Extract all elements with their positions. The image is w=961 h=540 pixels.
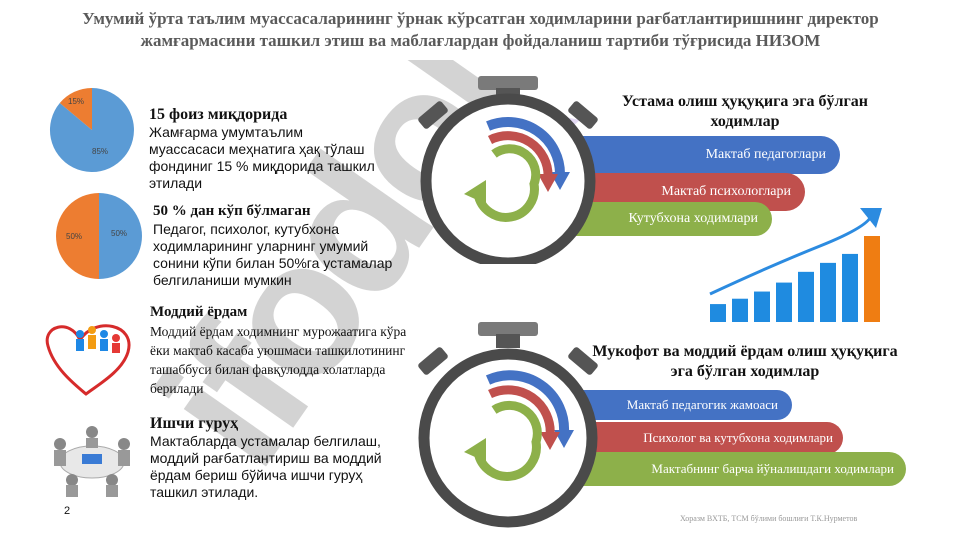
growth-bar	[842, 253, 858, 322]
growth-bar	[798, 271, 814, 322]
page-number: 2	[64, 505, 71, 517]
item-text: Моддий ёрдам ходимнинг мурожаатига кўра …	[150, 324, 407, 396]
band-label: Мактаб педагоглари	[705, 147, 826, 162]
item-text: Педагог, психолог, кутубхона ходимларини…	[153, 221, 393, 288]
care-hands-icon	[45, 324, 131, 396]
item-material-aid: Моддий ёрдам Моддий ёрдам ходимнинг муро…	[150, 303, 420, 398]
growth-bar	[820, 262, 836, 322]
item-heading: Ишчи гуруҳ	[150, 415, 239, 432]
item-text: Жамғарма умумтаълим муассасаси меҳнатига…	[149, 124, 375, 191]
item-text: Мактабларда устамалар белгилаш, моддий р…	[150, 433, 382, 500]
growth-bar	[776, 282, 792, 322]
stopwatch-icon	[418, 322, 598, 528]
pie-chart-50-50: 50% 50%	[56, 193, 142, 279]
footer-credit: Хоразм ВХТБ, ТСМ бўлими бошлиғи Т.К.Нурм…	[680, 514, 858, 523]
pie-slice-15	[59, 87, 92, 130]
pie-slice-85	[49, 88, 134, 172]
band-label: Психолог ва кутубхона ходимлари	[643, 430, 833, 445]
stopwatch-icon	[418, 76, 598, 264]
item-heading: 15 фоиз миқдорида	[149, 106, 288, 123]
band-label: Мактаб психологлари	[661, 184, 791, 199]
section2-title: Мукофот ва моддий ёрдам олиш ҳуқуқига эг…	[592, 343, 898, 380]
growth-bar	[732, 298, 748, 322]
pie-slice-left	[56, 193, 99, 279]
growth-bar	[710, 304, 726, 322]
item-50-percent: 50 % дан кўп бўлмаган Педагог, психолог,…	[153, 202, 403, 289]
pie-label-15: 15%	[68, 97, 84, 106]
band-label: Кутубхона ходимлари	[628, 211, 758, 226]
item-heading: Моддий ёрдам	[150, 304, 248, 320]
page-title: Умумий ўрта таълим муассасаларининг ўрна…	[82, 9, 879, 50]
item-work-group: Ишчи гуруҳ Мактабларда устамалар белгила…	[150, 414, 390, 501]
band-label: Мактаб педагогик жамоаси	[626, 397, 778, 412]
pie-label-85: 85%	[92, 147, 108, 156]
growth-bar	[864, 236, 880, 322]
pie-label-left: 50%	[66, 232, 82, 241]
item-heading: 50 % дан кўп бўлмаган	[153, 203, 311, 219]
section1-title: Устама олиш ҳуқуқига эга бўлган ходимлар	[621, 93, 868, 130]
pie-slice-right	[99, 193, 142, 279]
growth-bar-chart	[709, 208, 882, 322]
growth-bar	[754, 291, 770, 322]
band-label: Мактабнинг барча йўналишдаги ходимлари	[651, 461, 894, 476]
pie-chart-15-85: 15% 85%	[49, 87, 134, 172]
section2-band-all-staff: Мактабнинг барча йўналишдаги ходимлари	[540, 452, 906, 486]
work-group-icon	[54, 426, 130, 497]
pie-label-right: 50%	[111, 229, 127, 238]
item-15-percent: 15 фоиз миқдорида Жамғарма умумтаълим му…	[149, 105, 379, 192]
